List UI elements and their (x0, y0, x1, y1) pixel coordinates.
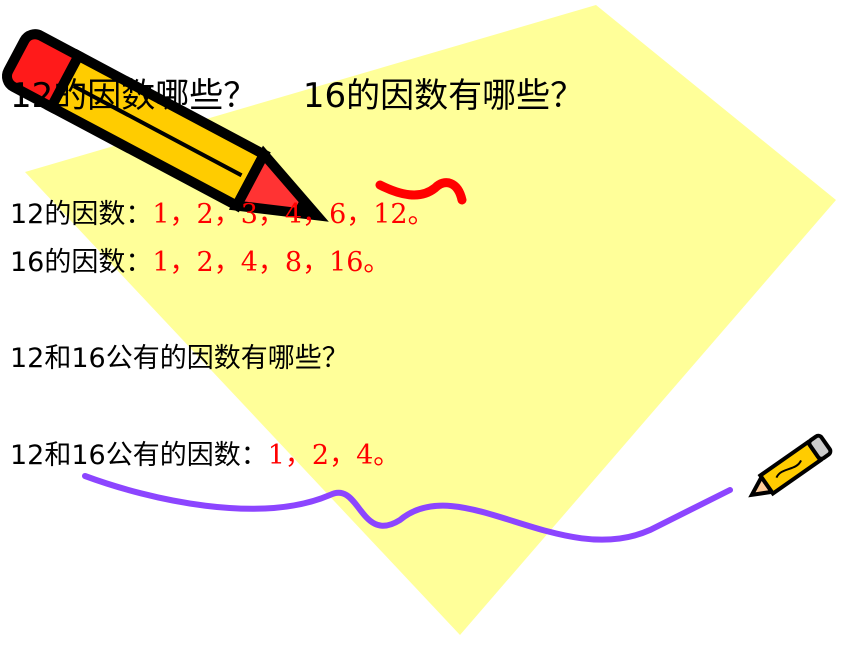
title-question-16: 16的因数有哪些？ (302, 76, 585, 116)
factors-12-label: 12的因数： (10, 199, 153, 230)
factors-16-values: 1，2，4，8，16。 (152, 247, 391, 278)
factors-12-line: 12的因数：1，2，3，4，6，12。 (10, 192, 435, 231)
common-factors-line: 12和16公有的因数：1，2，4。 (10, 433, 400, 472)
common-factors-question: 12和16公有的因数有哪些？ (10, 336, 349, 375)
common-factors-label: 12和16公有的因数： (10, 440, 268, 471)
page-title: 12的因数哪些？ 16的因数有哪些？ (10, 68, 584, 117)
purple-underline (82, 473, 733, 543)
large-pencil-icon (1, 29, 329, 222)
common-factors-values: 1，2，4。 (267, 440, 401, 471)
factors-12-values: 1，2，3，4，6，12。 (152, 199, 435, 230)
red-scribble (375, 178, 467, 205)
common-question-text: 12和16公有的因数有哪些？ (10, 343, 349, 374)
title-question-12: 12的因数哪些？ (10, 76, 258, 116)
factors-16-line: 16的因数：1，2，4，8，16。 (10, 240, 390, 279)
factors-16-label: 16的因数： (10, 247, 153, 278)
small-pencil-icon (748, 433, 833, 498)
